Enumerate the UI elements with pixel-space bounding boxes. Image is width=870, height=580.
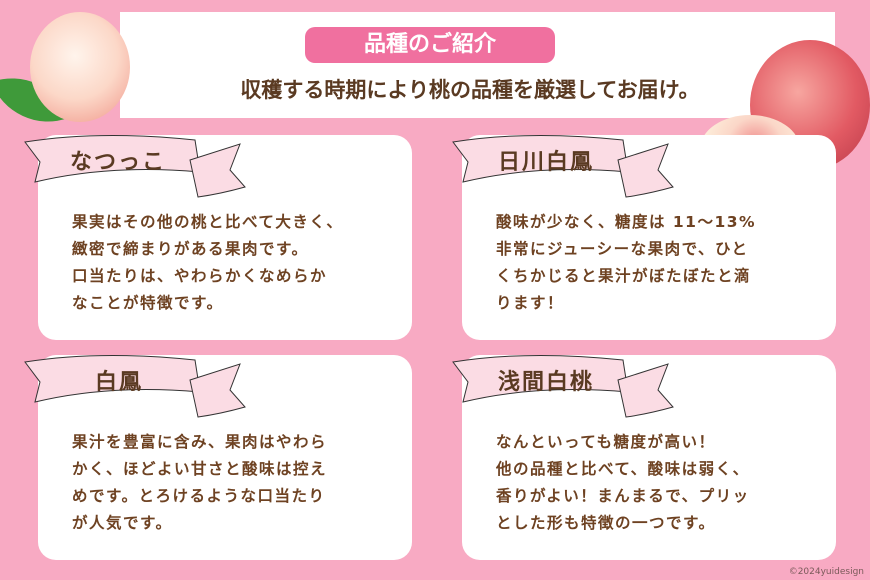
page-title: 品種のご紹介 — [305, 27, 555, 63]
variety-name: なつっこ — [70, 150, 167, 175]
variety-description: なんといっても糖度が高い！ 他の品種と比べて、酸味は弱く、 香りがよい！まんまる… — [496, 433, 750, 532]
variety-name: 白鳳 — [95, 370, 144, 395]
variety-description: 果実はその他の桃と比べて大きく、 緻密で締まりがある果肉です。 口当たりは、やわ… — [72, 213, 344, 312]
variety-name: 日川白鳳 — [498, 150, 595, 175]
variety-name: 浅間白桃 — [498, 370, 595, 395]
variety-description: 果汁を豊富に含み、果肉はやわら かく、ほどよい甘さと酸味は控え めです。とろける… — [72, 433, 328, 532]
ribbon-label: 白鳳 — [20, 352, 250, 418]
page-subtitle: 収穫する時期により桃の品種を厳選してお届け。 — [240, 78, 700, 102]
ribbon-label: 浅間白桃 — [448, 352, 678, 418]
ribbon-label: 日川白鳳 — [448, 132, 678, 198]
variety-description: 酸味が少なく、糖度は 11〜13% 非常にジューシーな果肉で、ひと くちかじると… — [496, 213, 757, 312]
ribbon-label: なつっこ — [20, 132, 250, 198]
peach-image-left — [30, 12, 130, 122]
copyright: ©2024yuidesign — [788, 567, 864, 577]
